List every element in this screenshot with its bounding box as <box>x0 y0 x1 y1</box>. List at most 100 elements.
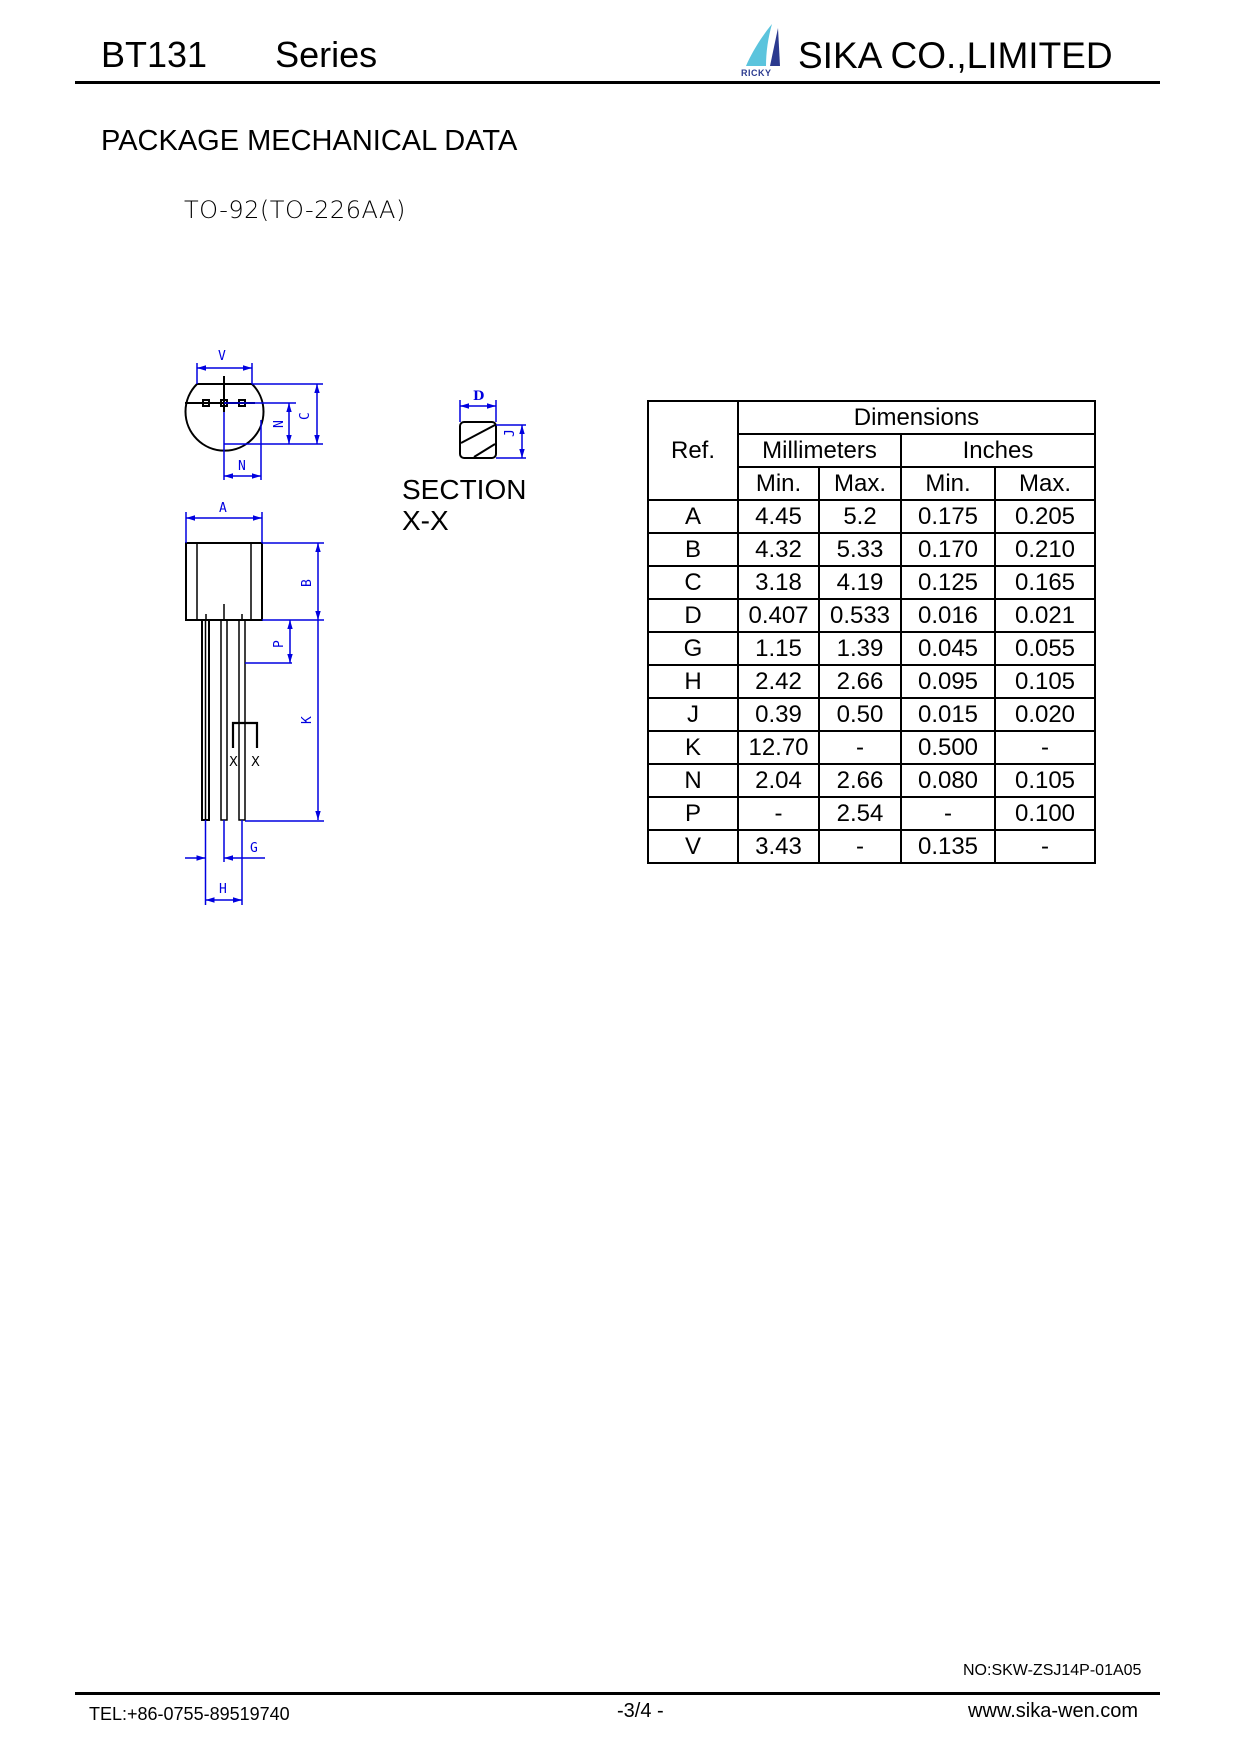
footer-divider <box>75 1692 1160 1695</box>
cell-mm-max: 2.66 <box>818 763 902 798</box>
cell-mm-min: 3.43 <box>737 829 820 864</box>
series-label: Series <box>275 34 378 75</box>
section-title: PACKAGE MECHANICAL DATA <box>101 125 518 157</box>
cell-in-min: 0.125 <box>900 565 996 600</box>
table-row: J 0.39 0.50 0.015 0.020 <box>647 697 1096 732</box>
footer-telephone: TEL:+86-0755-89519740 <box>89 1704 290 1724</box>
section-view-dimensions <box>459 400 526 459</box>
dim-label-b: B <box>300 579 315 587</box>
cell-in-max: 0.105 <box>994 664 1096 699</box>
dim-label-g: G <box>250 841 258 856</box>
dim-label-n-horizontal: N <box>238 459 246 474</box>
top-view-dimensions <box>196 363 323 480</box>
cell-in-max: - <box>994 730 1096 765</box>
cell-mm-max: 0.533 <box>818 598 902 633</box>
cell-mm-max: 2.54 <box>818 796 902 831</box>
cell-in-min: 0.015 <box>900 697 996 732</box>
table-header-row-1: Ref. Dimensions <box>647 400 1096 501</box>
cell-mm-min: 1.15 <box>737 631 820 666</box>
cell-mm-min: - <box>737 796 820 831</box>
cell-in-max: 0.100 <box>994 796 1096 831</box>
table-row: A 4.45 5.2 0.175 0.205 <box>647 499 1096 534</box>
cell-ref: P <box>647 796 739 831</box>
cell-in-max: 0.105 <box>994 763 1096 798</box>
cell-in-max: 0.055 <box>994 631 1096 666</box>
cell-in-min: 0.175 <box>900 499 996 534</box>
table-row: N 2.04 2.66 0.080 0.105 <box>647 763 1096 798</box>
header-divider <box>75 81 1160 84</box>
cell-in-min: 0.080 <box>900 763 996 798</box>
cell-mm-max: - <box>818 730 902 765</box>
header-inches: Inches <box>900 433 1096 468</box>
cell-in-min: 0.170 <box>900 532 996 567</box>
cell-mm-max: 5.2 <box>818 499 902 534</box>
cell-in-max: 0.165 <box>994 565 1096 600</box>
section-marks: X X <box>229 755 260 770</box>
cell-mm-min: 4.45 <box>737 499 820 534</box>
cell-in-min: 0.135 <box>900 829 996 864</box>
cell-mm-max: 5.33 <box>818 532 902 567</box>
cell-mm-min: 4.32 <box>737 532 820 567</box>
cell-mm-min: 12.70 <box>737 730 820 765</box>
sail-logo-icon: RICKY <box>740 22 796 78</box>
page-number: -3/4 - <box>617 1700 664 1722</box>
cell-mm-min: 0.39 <box>737 697 820 732</box>
dim-label-v: V <box>218 349 226 364</box>
header-mm-max: Max. <box>818 466 902 501</box>
table-row: C 3.18 4.19 0.125 0.165 <box>647 565 1096 600</box>
cell-mm-max: 0.50 <box>818 697 902 732</box>
section-view-labels: D J <box>473 389 518 437</box>
header-millimeters: Millimeters <box>737 433 902 468</box>
table-row: D 0.407 0.533 0.016 0.021 <box>647 598 1096 633</box>
dim-label-p: P <box>272 640 287 648</box>
header-mm-min: Min. <box>737 466 820 501</box>
table-header-row-3: Min. Max. Min. Max. <box>648 466 1096 501</box>
side-view <box>185 542 263 821</box>
cell-in-min: 0.045 <box>900 631 996 666</box>
footer-website-link[interactable]: www.sika-wen.com <box>968 1700 1139 1722</box>
cell-mm-max: 1.39 <box>818 631 902 666</box>
document-number: NO:SKW-ZSJ14P-01A05 <box>963 1662 1142 1679</box>
cell-ref: V <box>647 829 739 864</box>
header-ref: Ref. <box>647 400 739 501</box>
section-view-caption: SECTION X-X <box>402 474 526 536</box>
table-row: P - 2.54 - 0.100 <box>647 796 1096 831</box>
logo-text: RICKY <box>741 68 772 78</box>
company-name: SIKA CO.,LIMITED <box>798 35 1113 76</box>
section-caption-line1: SECTION <box>402 474 527 505</box>
section-caption-line2: X-X <box>402 505 449 536</box>
document-header-title: BT131 Series <box>101 35 377 75</box>
cell-mm-min: 2.04 <box>737 763 820 798</box>
cell-in-min: 0.095 <box>900 664 996 699</box>
cell-in-min: - <box>900 796 996 831</box>
section-mark-x-left: X <box>229 755 238 770</box>
section-mark-x-right: X <box>251 755 260 770</box>
cell-ref: K <box>647 730 739 765</box>
table-row: V 3.43 - 0.135 - <box>647 829 1096 864</box>
package-name: TO-92(TO-226AA) <box>184 196 406 224</box>
dim-label-c: C <box>298 412 313 420</box>
cell-in-max: 0.205 <box>994 499 1096 534</box>
cell-mm-min: 3.18 <box>737 565 820 600</box>
part-number: BT131 <box>101 34 208 75</box>
cell-in-max: 0.210 <box>994 532 1096 567</box>
cell-mm-min: 0.407 <box>737 598 820 633</box>
cell-ref: C <box>647 565 739 600</box>
dimensions-table: Ref. Dimensions Millimeters Inches Min. … <box>647 400 1096 864</box>
cell-ref: H <box>647 664 739 699</box>
side-view-labels: A B P K G H <box>219 501 315 897</box>
top-view-labels: V N N C <box>218 349 313 474</box>
cell-ref: A <box>647 499 739 534</box>
header-in-min: Min. <box>900 466 996 501</box>
dim-label-a: A <box>219 501 227 516</box>
cell-ref: J <box>647 697 739 732</box>
package-outline-drawing: V N N C X X A <box>184 349 526 905</box>
dim-label-h: H <box>219 882 227 897</box>
cell-in-min: 0.016 <box>900 598 996 633</box>
table-row: K 12.70 - 0.500 - <box>647 730 1096 765</box>
table-row: H 2.42 2.66 0.095 0.105 <box>647 664 1096 699</box>
cell-mm-max: - <box>818 829 902 864</box>
cell-in-max: 0.021 <box>994 598 1096 633</box>
section-view <box>459 421 497 459</box>
cell-mm-min: 2.42 <box>737 664 820 699</box>
